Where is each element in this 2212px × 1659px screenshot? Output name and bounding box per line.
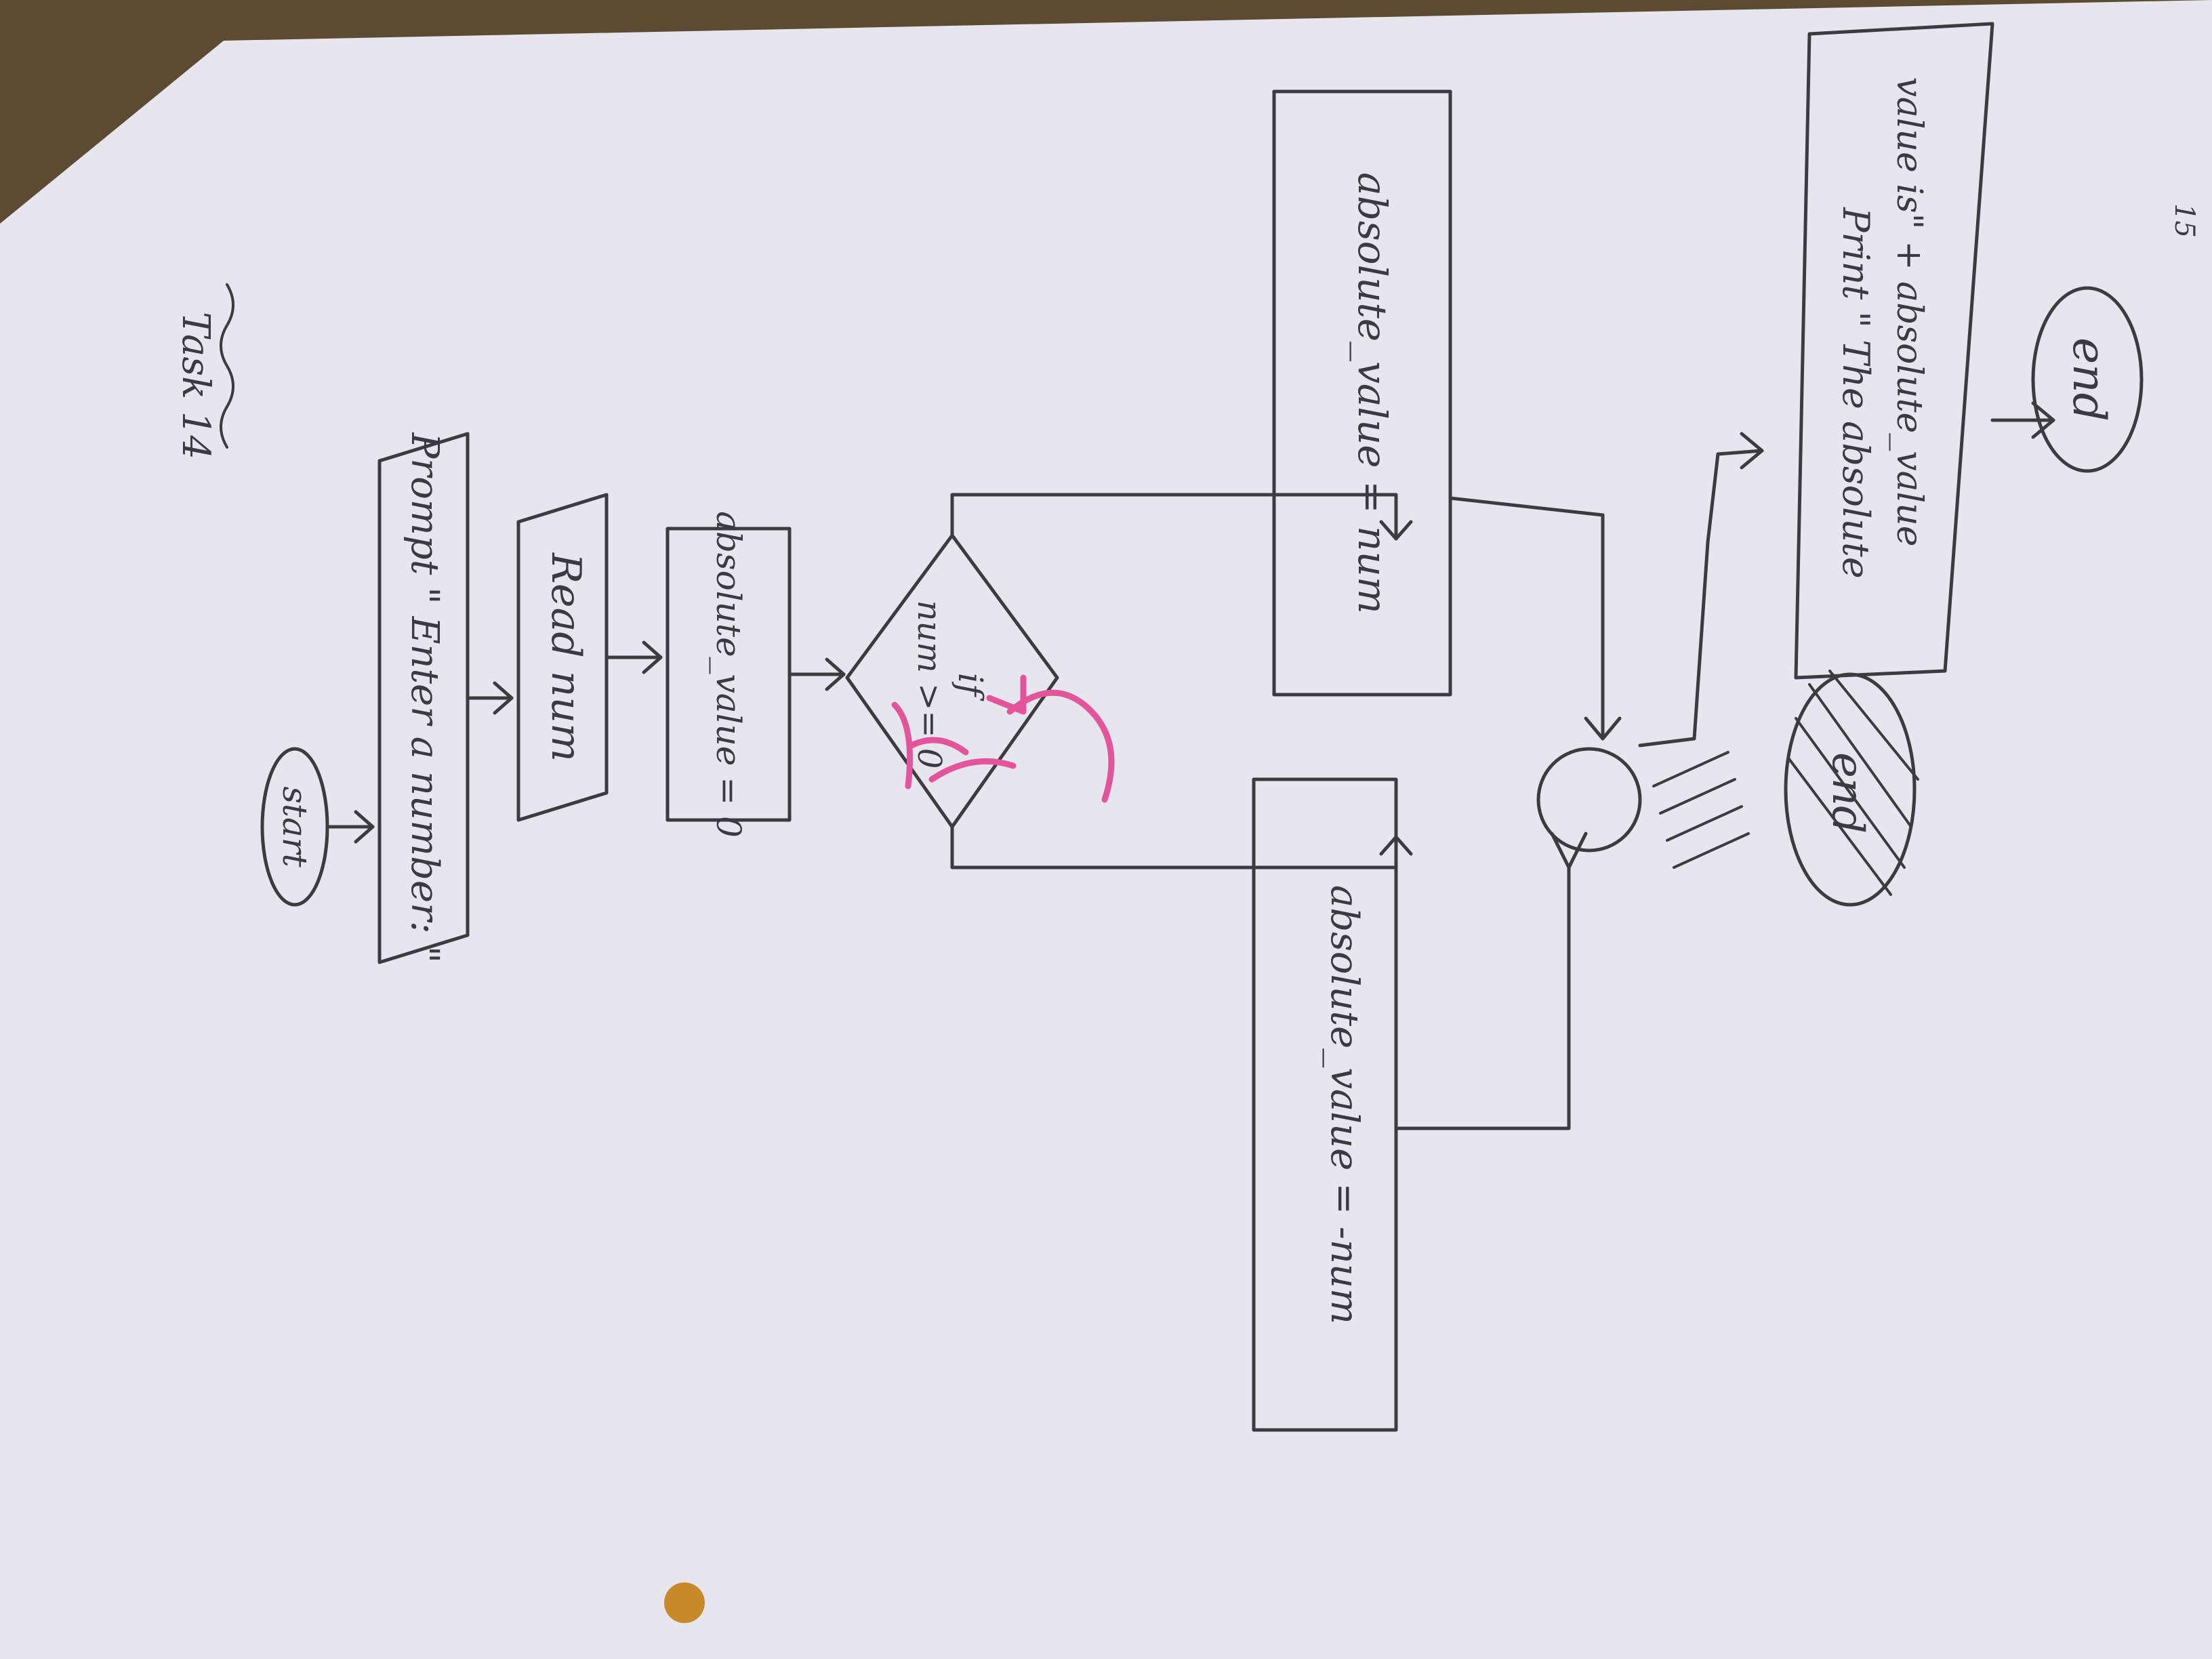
end-label: end: [2063, 337, 2115, 422]
flowchart: Task 14 15 start Prompt " Enter a number…: [173, 203, 2200, 964]
connector-junction-print: [1638, 449, 1764, 747]
arrowhead: [1379, 520, 1413, 541]
start-terminal: [260, 747, 329, 907]
read-label: Read num: [542, 552, 590, 762]
positive-process-label: absolute_value = num: [1349, 172, 1395, 614]
print-label-line1: Print " The absolute: [1835, 207, 1877, 579]
negative-process-box: [1252, 777, 1398, 1432]
start-label: start: [275, 786, 314, 867]
prompt-io-box: [377, 432, 470, 964]
branch-boxes: absolute_value = -num absolute_value = n…: [1252, 22, 2144, 1432]
arrowhead: [1550, 832, 1588, 869]
connector-negative-junction: [1394, 865, 1571, 1130]
negative-process-label: absolute_value = -num: [1322, 885, 1366, 1324]
init-label: absolute_value = 0: [709, 511, 748, 838]
connector-positive-junction: [1448, 496, 1605, 741]
cross-hatch: [1652, 670, 1919, 896]
decision-diamond: [845, 533, 1059, 829]
arrowhead: [642, 640, 663, 674]
arrowhead: [354, 810, 375, 844]
junction-connector: [1536, 747, 1642, 853]
arrowhead: [825, 657, 846, 691]
prompt-label: Prompt " Enter a number: ": [403, 432, 447, 964]
branch-line-negative: [950, 493, 1398, 541]
pink-arrow-mark: [986, 674, 1115, 803]
end-terminal: [2031, 286, 2144, 473]
arrowhead: [493, 681, 514, 715]
arrowhead: [2031, 401, 2055, 439]
print-io-box: [1794, 22, 1994, 680]
title-underline: [220, 283, 234, 449]
end-crossed-label: end: [1822, 752, 1872, 834]
arrowhead: [1584, 716, 1622, 741]
punch-hole: [664, 1582, 705, 1623]
positive-process-box: [1272, 89, 1452, 697]
arrowhead: [1740, 432, 1764, 470]
read-io-box: [516, 493, 609, 822]
page-number: 15: [2169, 203, 2200, 238]
pink-correction-mark: [891, 701, 1017, 790]
task-title: Task 14: [173, 312, 218, 459]
print-label-line2: value is" + absolute_value: [1889, 77, 1929, 546]
